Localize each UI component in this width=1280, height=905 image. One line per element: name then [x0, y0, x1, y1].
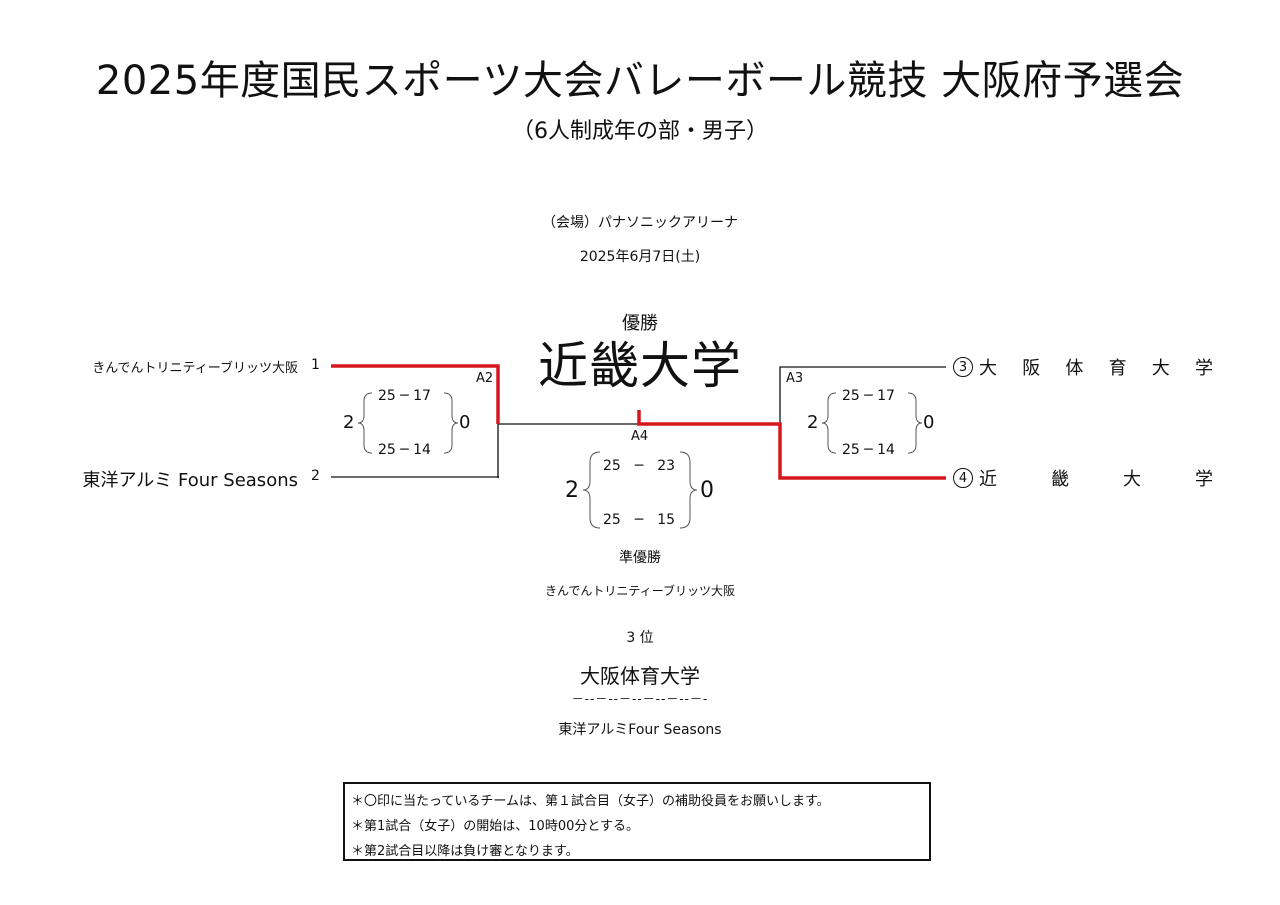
- sets-won: 2: [565, 478, 579, 503]
- sets-won: 2: [343, 412, 355, 433]
- sets-won: 0: [923, 412, 935, 433]
- set-score: 25 ─ 15: [603, 512, 676, 528]
- match-id-right: A3: [786, 371, 804, 386]
- set-score: 25 ─ 17: [378, 388, 431, 404]
- page-subtitle: （6人制成年の部・男子）: [512, 119, 768, 144]
- seed-left-1: 1: [311, 357, 320, 373]
- venue: （会場）パナソニックアリーナ: [542, 215, 738, 231]
- champion-name: 近畿大学: [538, 337, 742, 395]
- team-right-3: 3 大阪体育大学: [953, 354, 1213, 380]
- set-score: 25 ─ 23: [603, 458, 676, 474]
- notes-box: ＊〇印に当たっているチームは、第１試合目（女子）の補助役員をお願いします。 ＊第…: [343, 782, 931, 861]
- third-place-separator: －‐‐－‐‐－‐‐－‐‐－‐‐－‐: [571, 692, 709, 706]
- third-place-label: 3 位: [626, 630, 654, 646]
- match-id-left: A2: [476, 371, 494, 386]
- champion-label: 優勝: [622, 313, 658, 334]
- set-score: 25 ─ 14: [842, 442, 895, 458]
- sets-won: 2: [807, 412, 819, 433]
- sets-won: 0: [700, 478, 714, 503]
- brace-right: [821, 392, 837, 454]
- brace-left: [357, 392, 373, 454]
- runner-up-label: 準優勝: [619, 550, 661, 566]
- set-score: 25 ─ 14: [378, 442, 431, 458]
- page-title: 2025年度国民スポーツ大会バレーボール競技 大阪府予選会: [95, 58, 1185, 104]
- team-left-2: 東洋アルミ Four Seasons: [82, 470, 298, 491]
- sets-won: 0: [459, 412, 471, 433]
- seed-mark: 3: [953, 357, 973, 377]
- third-place-team-2: 東洋アルミFour Seasons: [558, 722, 722, 738]
- seed-left-2: 2: [311, 468, 320, 484]
- bracket-line: [779, 366, 946, 424]
- brace-left: [443, 392, 459, 454]
- note-line: ＊第2試合目以降は負け審となります。: [351, 844, 579, 859]
- brace-right: [907, 392, 923, 454]
- team-name: 大阪体育大学: [979, 358, 1213, 379]
- runner-up-name: きんでんトリニティーブリッツ大阪: [545, 584, 735, 598]
- seed-mark: 4: [953, 468, 973, 488]
- match-id-final: A4: [631, 429, 649, 444]
- brace-final: [582, 451, 601, 529]
- set-score: 25 ─ 17: [842, 388, 895, 404]
- brace-final: [679, 451, 698, 529]
- team-left-1: きんでんトリニティーブリッツ大阪: [92, 361, 298, 376]
- team-name: 近畿大学: [979, 469, 1213, 490]
- third-place-team-1: 大阪体育大学: [580, 664, 700, 688]
- winner-path-left: [331, 364, 500, 424]
- event-date: 2025年6月7日(土): [579, 249, 701, 265]
- note-line: ＊第1試合（女子）の開始は、10時00分とする。: [351, 819, 639, 834]
- note-line: ＊〇印に当たっているチームは、第１試合目（女子）の補助役員をお願いします。: [351, 794, 830, 809]
- winner-path-right: [637, 410, 946, 480]
- team-right-4: 4 近畿大学: [953, 465, 1213, 491]
